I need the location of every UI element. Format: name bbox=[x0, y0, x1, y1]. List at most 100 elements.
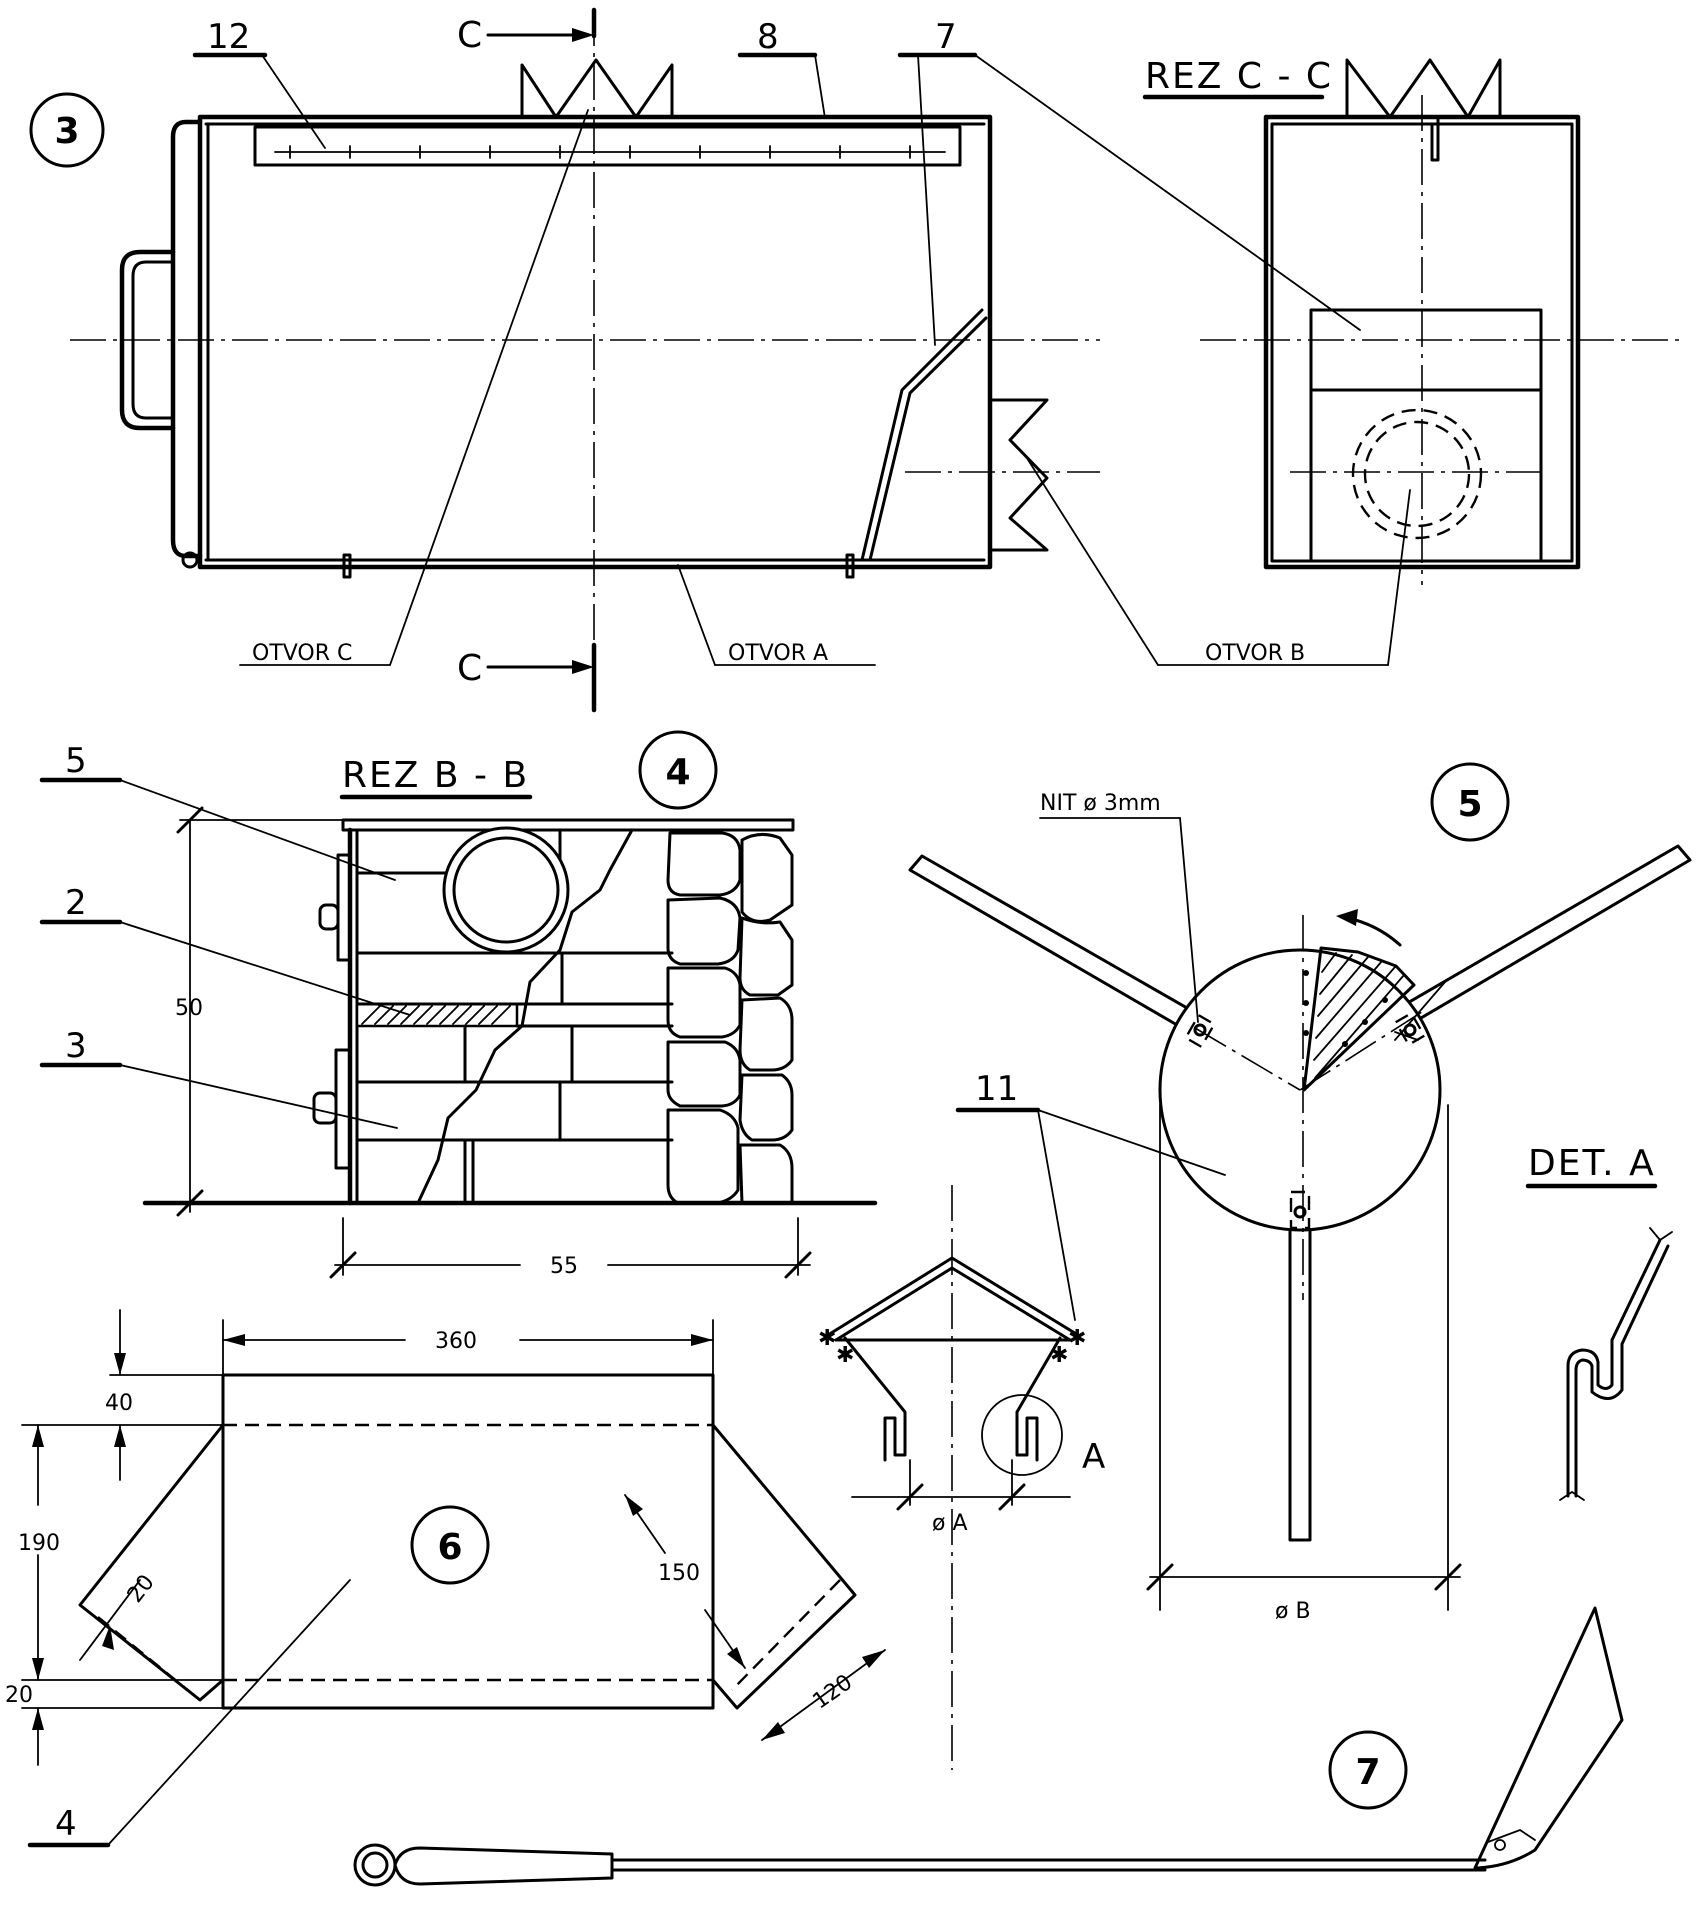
section-cc-hook bbox=[1403, 116, 1440, 162]
dimension-40-arrow-top bbox=[114, 1353, 126, 1375]
dimension-40: 40 bbox=[105, 1391, 133, 1416]
figure-6-damper-blank: 6 360 40 190 bbox=[5, 1309, 886, 1848]
door-hinge bbox=[181, 551, 199, 569]
upper-door-knob bbox=[318, 903, 340, 931]
label-otvor-a: OTVOR A bbox=[728, 641, 828, 666]
detail-a-title: DET. A bbox=[1528, 1143, 1656, 1184]
stove-top-plate bbox=[341, 818, 795, 832]
figure-3-number: 3 bbox=[54, 111, 79, 152]
otvor-a-leader bbox=[677, 564, 716, 666]
dimension-190: 190 bbox=[18, 1531, 60, 1556]
figure-5-number: 5 bbox=[1457, 784, 1482, 825]
dimension-50: 50 bbox=[175, 996, 203, 1021]
foot-mark-left bbox=[342, 553, 352, 579]
dimension-20-diag-arrow bbox=[102, 1625, 114, 1650]
leader-4 bbox=[107, 1579, 351, 1846]
part-label-5: 5 bbox=[65, 741, 87, 781]
rotor-left-centerline bbox=[1194, 1027, 1301, 1091]
svg-text:✱: ✱ bbox=[836, 1343, 854, 1368]
door-handle bbox=[119, 249, 176, 431]
detail-a-circle bbox=[981, 1394, 1063, 1476]
dimension-diam-a: ø A bbox=[932, 1511, 968, 1536]
dimension-diam-b: ø B bbox=[1275, 1599, 1311, 1624]
dimension-120-line bbox=[761, 1649, 886, 1741]
poker-blade-rivets bbox=[1487, 1828, 1536, 1843]
figure-7-number: 7 bbox=[1355, 1752, 1380, 1793]
dimension-190-arrow-bottom bbox=[32, 1658, 44, 1680]
rotation-arrow-head bbox=[1336, 909, 1358, 926]
label-otvor-c: OTVOR C bbox=[252, 641, 352, 666]
rotation-arrow-ext bbox=[1394, 981, 1446, 1041]
otvor-b-leader-2 bbox=[1387, 489, 1411, 666]
cap-rivet-stars: ✱ ✱ ✱ ✱ bbox=[818, 1326, 1086, 1368]
svg-text:✱: ✱ bbox=[1050, 1343, 1068, 1368]
figure-7-poker-tool: 7 bbox=[353, 1606, 1624, 1887]
part-12-grate bbox=[253, 125, 962, 167]
blank-left-wing bbox=[78, 1423, 225, 1702]
dimension-120-arrow-left bbox=[762, 1722, 785, 1740]
section-arrow-top-head bbox=[572, 28, 594, 42]
dimension-20-arrow bbox=[32, 1708, 44, 1730]
top-vent-zigzag bbox=[520, 58, 674, 119]
part-7-damper-plate bbox=[860, 308, 984, 562]
grate-ticks bbox=[289, 145, 911, 159]
dimension-150-arrow-top bbox=[625, 1495, 643, 1516]
rivet-note-leader bbox=[1179, 817, 1199, 1023]
dimension-55-tick-left bbox=[329, 1251, 357, 1279]
figure-5-rotor-cap: 5 bbox=[908, 762, 1692, 1624]
dimension-360-arrow-right bbox=[691, 1334, 713, 1346]
leader-3 bbox=[119, 1064, 398, 1129]
lower-door-knob bbox=[312, 1091, 338, 1125]
rivet-holes bbox=[1303, 970, 1388, 1047]
detail-a-profile-outer bbox=[1566, 1238, 1662, 1498]
part-label-4: 4 bbox=[55, 1804, 77, 1844]
rotor-vane-hatching bbox=[1313, 952, 1405, 1079]
leader-7-damper bbox=[917, 54, 936, 346]
dimension-360-arrow-left bbox=[223, 1334, 245, 1346]
rotor-arm-right bbox=[1390, 844, 1692, 1030]
section-mark-top: C bbox=[457, 15, 484, 56]
section-c-c-view: REZ C - C bbox=[1142, 56, 1680, 585]
svg-text:✱: ✱ bbox=[1068, 1326, 1086, 1351]
part-label-8: 8 bbox=[757, 17, 779, 57]
figure-6-circle bbox=[410, 1505, 490, 1585]
rotor-extra-mark bbox=[1394, 1031, 1419, 1041]
dimension-20-diag-line bbox=[79, 1579, 141, 1661]
figure-4-circle bbox=[638, 730, 718, 810]
break-line bbox=[416, 828, 634, 1205]
rotor-arm-left bbox=[908, 854, 1210, 1038]
rivet-note: NIT ø 3mm bbox=[1040, 791, 1161, 816]
dimension-a-tick-right bbox=[998, 1483, 1026, 1511]
part-label-11: 11 bbox=[975, 1069, 1018, 1109]
brick-courses bbox=[355, 828, 674, 1205]
figure-4-number: 4 bbox=[665, 752, 690, 793]
dimension-50-tick-top bbox=[176, 806, 204, 834]
poker-ring-inner bbox=[361, 1851, 389, 1879]
foot-mark-right bbox=[845, 553, 855, 579]
section-arrow-bottom-head bbox=[572, 660, 594, 674]
detail-a-view: DET. A bbox=[1525, 1143, 1673, 1501]
leader-5 bbox=[119, 779, 396, 881]
right-wing-fold bbox=[731, 1579, 841, 1691]
cap-profile-section: ✱ ✱ ✱ ✱ A ø A bbox=[818, 1185, 1105, 1770]
dimension-20-diagonal: 20 bbox=[123, 1570, 160, 1607]
grate-hatching bbox=[361, 1005, 511, 1025]
figure-6-number: 6 bbox=[437, 1527, 462, 1568]
dimension-150: 150 bbox=[658, 1561, 700, 1586]
poker-rivet bbox=[1494, 1839, 1506, 1851]
dimension-20-vertical: 20 bbox=[5, 1683, 33, 1708]
dimension-a-tick-left bbox=[896, 1483, 924, 1511]
part-label-7: 7 bbox=[935, 17, 957, 57]
dimension-360: 360 bbox=[435, 1329, 477, 1354]
part-label-2: 2 bbox=[65, 883, 87, 923]
dimension-150-arrow-bottom bbox=[727, 1647, 745, 1668]
section-cc-pipe-inner bbox=[1363, 420, 1471, 528]
part-7-damper-plate-inner bbox=[868, 316, 988, 562]
rivet-left bbox=[1193, 1023, 1207, 1037]
cap-right-hook bbox=[1015, 1336, 1062, 1462]
detail-a-break-top bbox=[1649, 1227, 1673, 1242]
dimension-40-arrow-bottom bbox=[114, 1425, 126, 1447]
poker-handle bbox=[393, 1846, 614, 1886]
part-label-12: 12 bbox=[207, 17, 250, 57]
rivet-bottom bbox=[1293, 1205, 1307, 1219]
